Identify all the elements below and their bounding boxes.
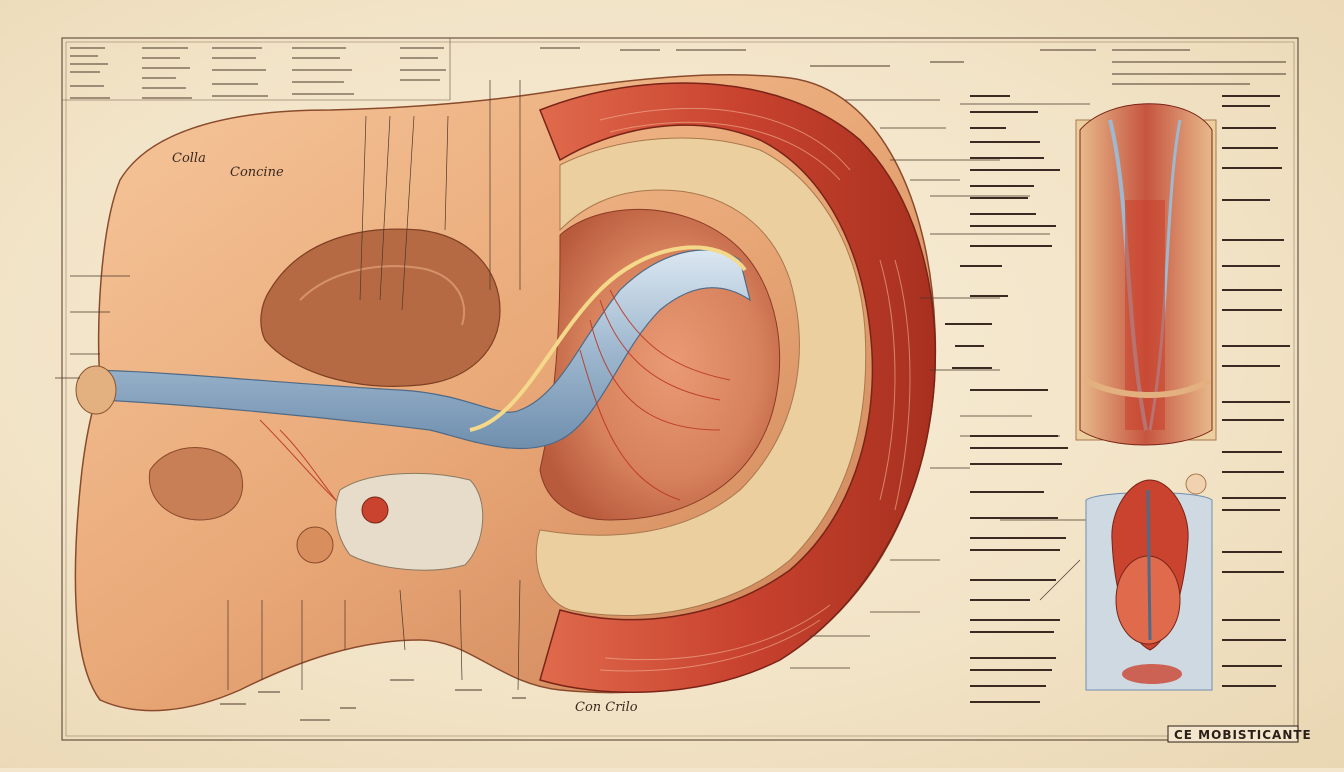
earlobe-hollow [148,447,244,521]
inset-panel-muscle-column [1075,103,1217,446]
stamp-box [1167,725,1299,743]
plate-border [61,37,1299,741]
ossicle-bundle [335,472,484,571]
bottom-label-stubs [220,679,526,721]
right-label-bars [945,95,1290,703]
muscle-striations [599,107,911,672]
stamp-text: CE MOBISTICANTE [1174,728,1312,742]
plate-inner-border [65,41,1295,737]
ear-canal-nerve [89,249,751,450]
muscle-band-outer [539,82,937,694]
label-colla: Colla [172,151,206,166]
label-concine: Concine [230,165,284,180]
header-label-block [70,47,1286,99]
inner-tan-layer [535,137,867,617]
bottom-caption: Con Crilo [575,700,638,715]
inset-panel-organ [1085,473,1213,691]
ganglion-node [75,365,117,415]
cochlear-duct [469,245,747,432]
concha-hollow [260,228,501,387]
left-leader-lines [55,80,521,691]
ossicle-ring [361,496,389,524]
ossicle-head [296,526,334,564]
